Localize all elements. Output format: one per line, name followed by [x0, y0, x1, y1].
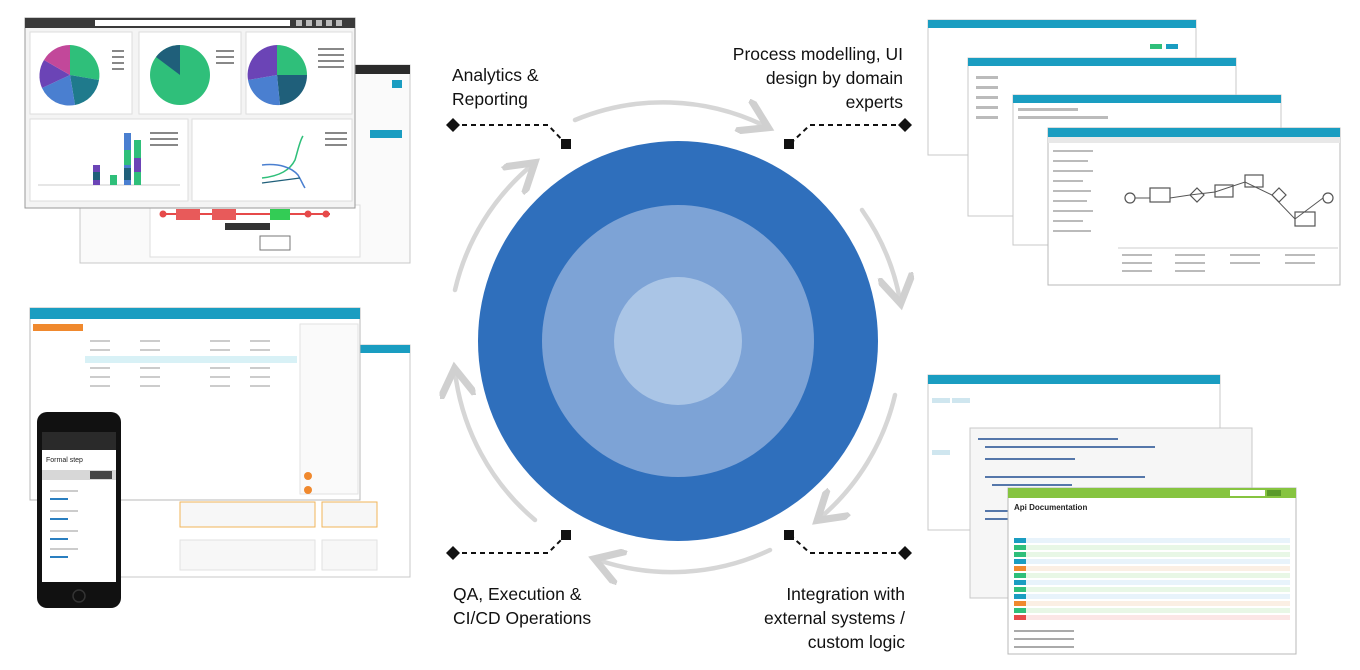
- marker-diamond-tr: [898, 118, 912, 132]
- api-doc-title: Api Documentation: [1014, 503, 1087, 512]
- marker-square-bl: [561, 530, 571, 540]
- marker-diamond-bl: [446, 546, 460, 560]
- task-screens: [29, 307, 411, 608]
- modeller-screens: [927, 19, 1341, 286]
- arrow-right-lower: [820, 392, 898, 518]
- arrow-top: [572, 102, 765, 126]
- arrow-left-lower: [455, 372, 538, 523]
- marker-square-br: [784, 530, 794, 540]
- arrow-right: [859, 207, 900, 300]
- connectors: [453, 124, 905, 554]
- label-analytics-reporting: Analytics & Reporting: [452, 65, 539, 109]
- label-qa-execution: QA, Execution & CI/CD Operations: [453, 584, 592, 628]
- label-integration: Integration with external systems / cust…: [763, 584, 905, 652]
- marker-square-tr: [784, 139, 794, 149]
- connector-markers: [446, 118, 912, 560]
- label-process-modelling: Process modelling, UI design by domain e…: [732, 44, 903, 112]
- circle-inner: [614, 277, 742, 405]
- arrow-left: [452, 165, 532, 293]
- analytics-screens: [24, 17, 411, 264]
- code-screens: Api Documentation: [927, 374, 1297, 655]
- cycle-arrows: [455, 102, 900, 572]
- marker-diamond-br: [898, 546, 912, 560]
- marker-square-tl: [561, 139, 571, 149]
- mobile-task-title: Formal step: [46, 457, 83, 464]
- marker-diamond-tl: [446, 118, 460, 132]
- arrow-bottom: [598, 550, 773, 572]
